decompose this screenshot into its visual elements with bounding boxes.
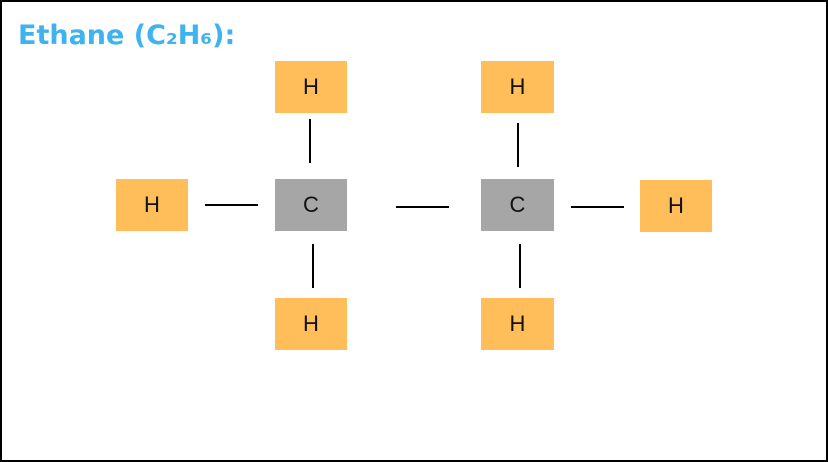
hydrogen-atom-right-bottom: H (481, 298, 554, 350)
hydrogen-atom-right-side: H (640, 180, 712, 232)
carbon-atom-right: C (481, 179, 554, 231)
bond-c-h-right-side (571, 206, 624, 208)
bond-c-h-right-top (517, 123, 519, 167)
hydrogen-atom-left-side: H (116, 179, 188, 231)
hydrogen-atom-left-top: H (275, 61, 347, 113)
hydrogen-atom-right-top: H (481, 61, 554, 113)
bond-c-h-left-bottom (312, 244, 314, 288)
carbon-atom-left: C (275, 179, 347, 231)
bond-c-h-right-bottom (519, 244, 521, 288)
bond-c-c (396, 206, 449, 208)
bond-c-h-left-side (205, 204, 258, 206)
bond-c-h-left-top (309, 119, 311, 163)
hydrogen-atom-left-bottom: H (275, 298, 347, 350)
diagram-title: Ethane (C₂H₆): (18, 20, 236, 51)
